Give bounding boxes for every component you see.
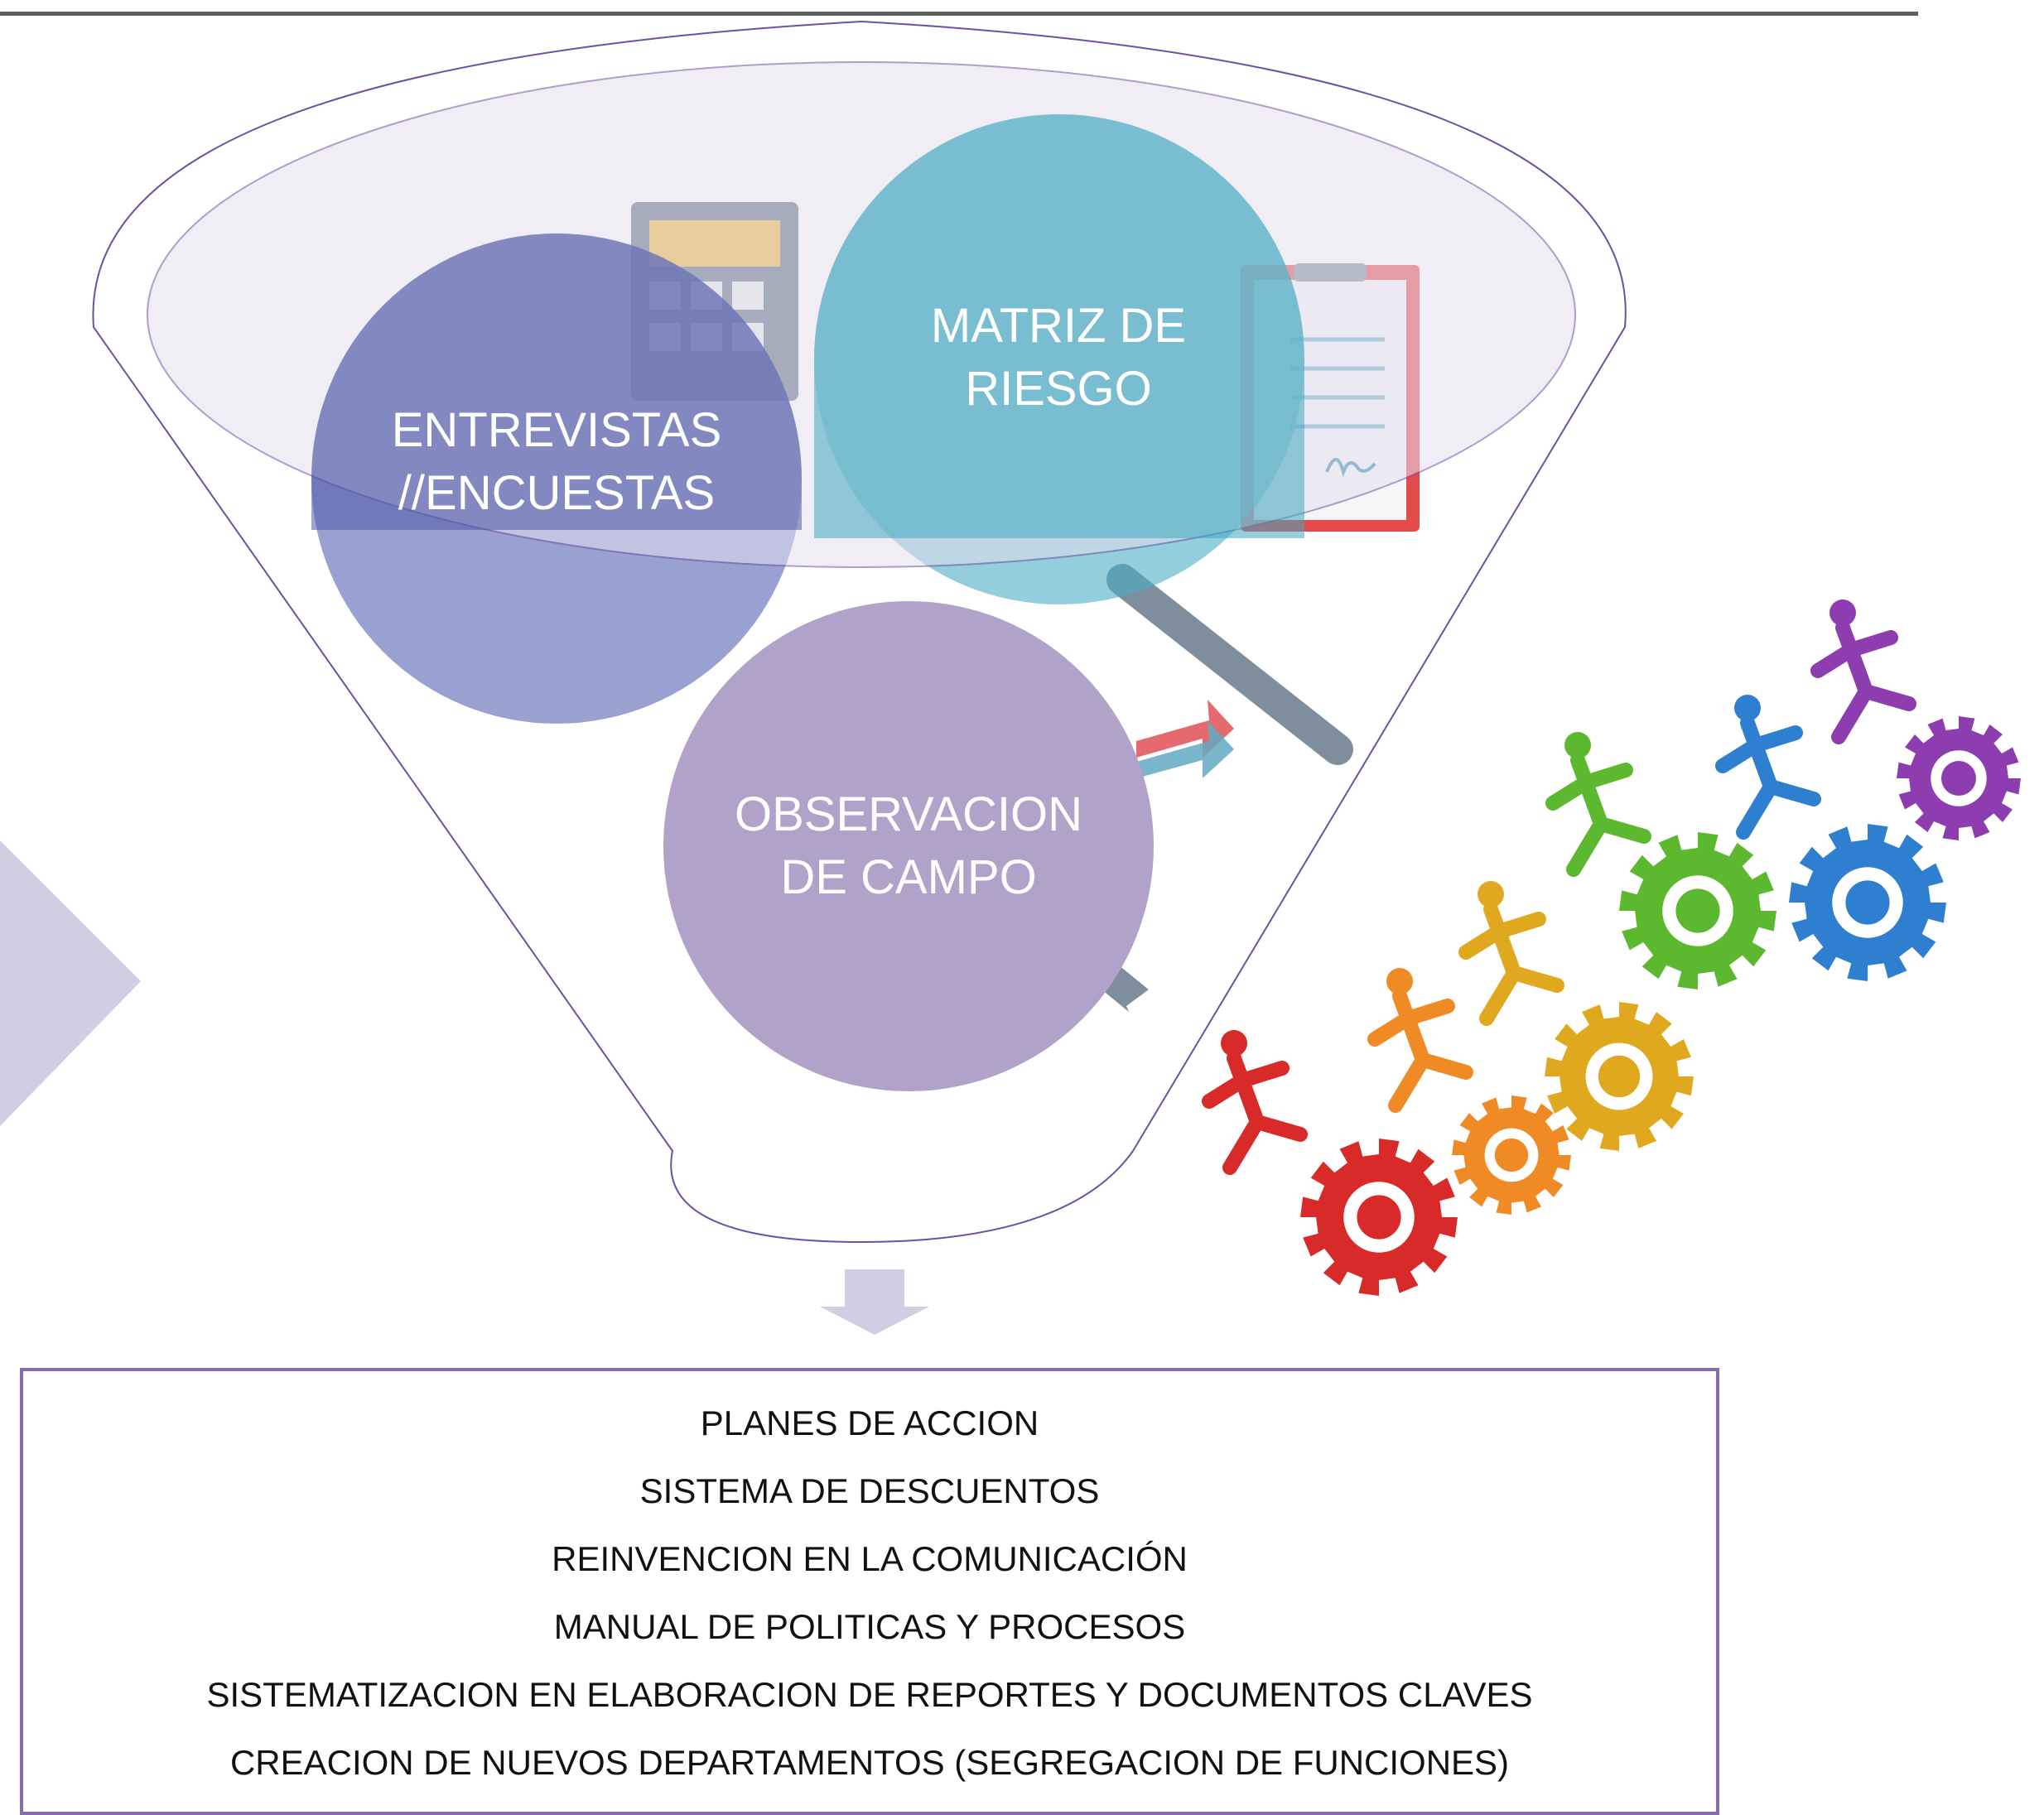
circle-matriz-top (814, 114, 1304, 538)
gear-hub (1941, 761, 1976, 796)
result-item: REINVENCION EN LA COMUNICACIÓN (552, 1539, 1188, 1578)
climbing-person-icon (1367, 968, 1473, 1113)
result-item: SISTEMATIZACION EN ELABORACION DE REPORT… (206, 1675, 1533, 1714)
climbing-person-icon (1715, 695, 1821, 840)
gear-hub (1675, 888, 1720, 933)
gear-hub (1845, 880, 1890, 925)
climbing-person-icon (1545, 732, 1651, 877)
people-climbing-gears-icon (1126, 460, 2044, 1325)
top-rule (0, 12, 1918, 16)
matriz-label: MATRIZ DE RIESGO (930, 299, 1187, 416)
gear-hub (1357, 1195, 1401, 1240)
climbing-person-icon (1810, 599, 1916, 744)
chevron-arrow-icon (0, 840, 141, 1126)
climbing-person-icon (1202, 1030, 1308, 1175)
results-box: PLANES DE ACCION SISTEMA DE DESCUENTOS R… (20, 1368, 1719, 1815)
down-arrow-icon (820, 1269, 929, 1335)
circle-entrevistas-top (311, 233, 802, 530)
result-item: MANUAL DE POLITICAS Y PROCESOS (553, 1607, 1186, 1646)
result-item: CREACION DE NUEVOS DEPARTAMENTOS (SEGREG… (229, 1743, 1510, 1782)
entrevistas-label: ENTREVISTAS //ENCUESTAS (391, 403, 722, 520)
gear-hub (1598, 1055, 1641, 1098)
observacion-label: OBSERVACION DE CAMPO (734, 787, 1083, 904)
result-item: SISTEMA DE DESCUENTOS (639, 1471, 1100, 1510)
results-list: PLANES DE ACCION SISTEMA DE DESCUENTOS R… (23, 1371, 1716, 1797)
gear-hub (1494, 1138, 1529, 1172)
climbing-person-icon (1458, 881, 1564, 1026)
funnel-body (92, 20, 1627, 1244)
result-item: PLANES DE ACCION (700, 1403, 1039, 1442)
trend-arrow-icon (1136, 700, 1234, 778)
circle-observacion (663, 601, 1154, 1091)
